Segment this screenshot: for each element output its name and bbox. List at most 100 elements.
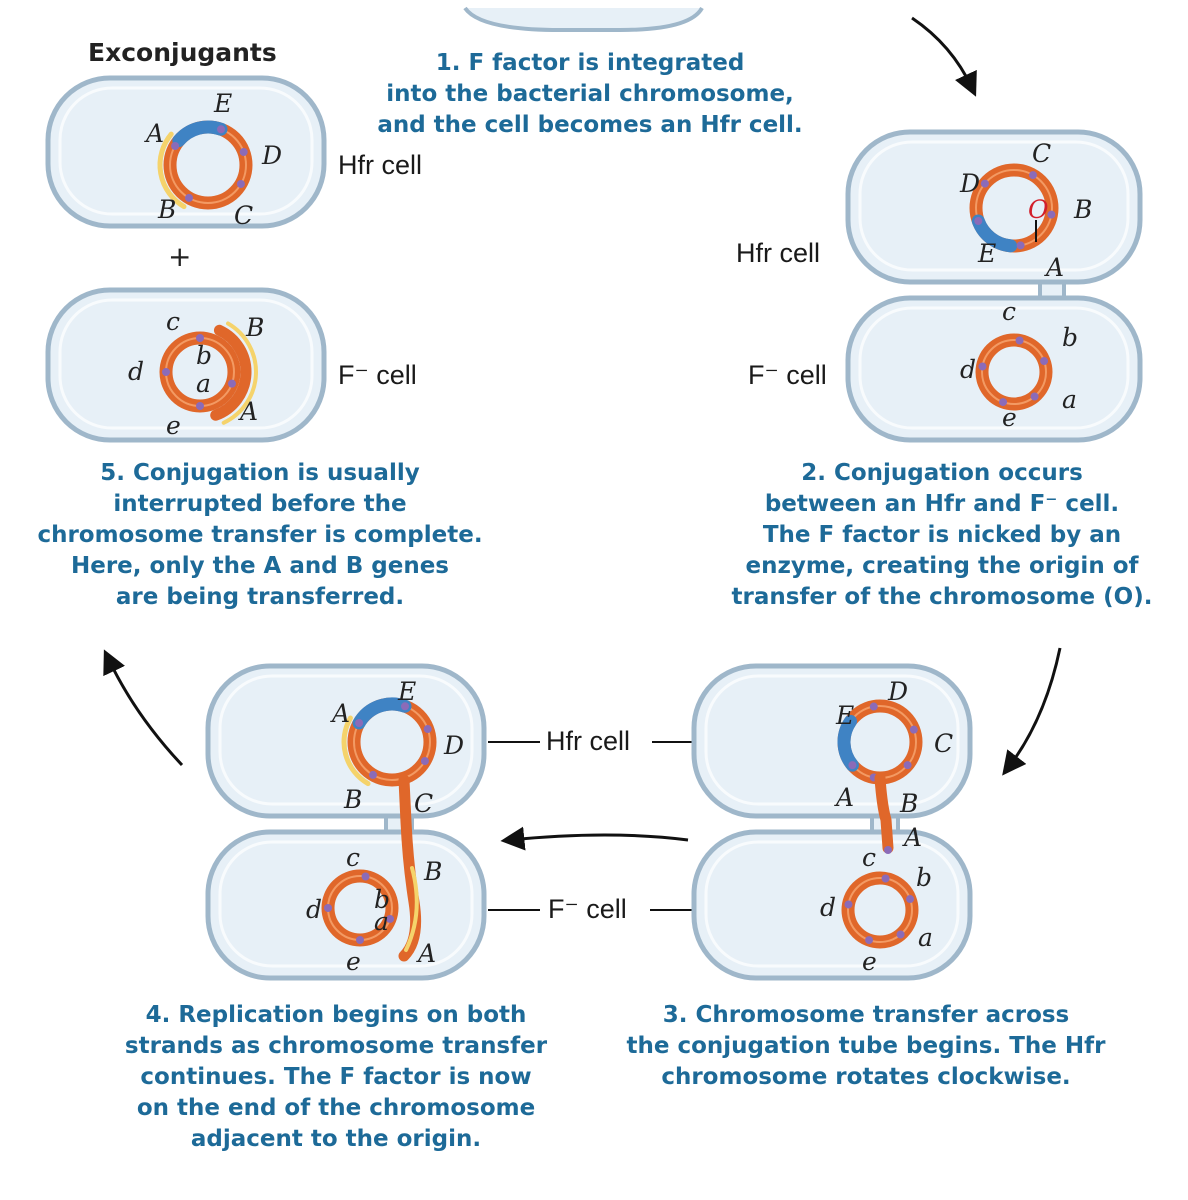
exconjugant-hfr-cell	[45, 75, 327, 229]
gene-A-exconjugant-hfr: A	[144, 119, 164, 148]
step3-transfer-strand	[874, 772, 894, 854]
fminus-label-exconjugant: F⁻ cell	[338, 360, 417, 390]
exconjugant-hfr-marker-1	[185, 193, 193, 202]
step2-fminus-marker-2	[1030, 392, 1039, 401]
gene-origin-step2: O	[1028, 195, 1049, 224]
gene-b-step2-fminus: b	[1062, 323, 1078, 352]
step4-transfer-strand	[398, 774, 422, 962]
step3-hfr-marker-4	[848, 761, 857, 770]
gene-E-exconjugant-hfr: E	[213, 89, 232, 118]
step4-fminus-marker-0	[361, 872, 370, 881]
step4-hfr-marker-2	[355, 719, 364, 727]
exconjugant-fminus-new-strand	[221, 321, 258, 425]
gene-C-step2-hfr: C	[1032, 139, 1051, 168]
step2-hfr-cell	[845, 129, 1143, 285]
gene-C-step4-hfr: C	[414, 789, 433, 818]
gene-B-exconjugant-hfr: B	[157, 195, 176, 224]
step3-hfr-marker-0	[869, 702, 878, 711]
exconjugants-title: Exconjugants	[88, 38, 277, 67]
gene-E-step3-hfr: E	[835, 701, 854, 730]
step4-fminus-marker-3	[386, 914, 395, 923]
arrow-step2-to-3	[1002, 647, 1062, 776]
step3-hfr-marker-2	[903, 761, 912, 770]
exconjugant-hfr-marker-2	[171, 142, 180, 150]
gene-b-exconjugant-fminus: b	[196, 341, 212, 370]
gene-B-step4-fminus: B	[423, 857, 442, 886]
step2-fminus-marker-0	[1015, 336, 1024, 345]
step3-hfr-marker-1	[909, 725, 918, 734]
step2-hfr-marker-2	[980, 179, 989, 188]
step2-fminus-chromosome-midline	[981, 339, 1047, 405]
gene-C-step3-hfr: C	[934, 729, 953, 758]
step2-hfr-marker-4	[1047, 210, 1056, 219]
exconjugant-fminus-cell	[45, 287, 327, 443]
gene-e-step3-fminus: e	[862, 947, 877, 976]
step4-hfr-marker-4	[423, 725, 432, 734]
exconjugant-hfr-new-strand	[157, 131, 187, 210]
step3-hfr-cell	[691, 663, 973, 819]
step4-transfer-new-strand	[404, 866, 419, 952]
exconjugant-fminus-marker-2	[196, 402, 204, 410]
exconjugant-fminus-cell-highlight	[58, 298, 314, 430]
step2-hfr-cell-highlight	[858, 140, 1130, 272]
gene-A-step3-transfer: A	[902, 823, 922, 852]
gene-E-step4-hfr: E	[397, 677, 416, 706]
step2-hfr-marker-0	[1016, 241, 1025, 250]
gene-A-step3-hfr: A	[834, 783, 854, 812]
hfr-label-step2: Hfr cell	[736, 238, 821, 268]
exconjugant-fminus-transferred-strand	[210, 324, 252, 421]
fminus-label-middle: F⁻ cell	[548, 894, 627, 924]
gene-D-exconjugant-hfr: D	[261, 141, 282, 170]
gene-a-exconjugant-fminus: a	[196, 369, 211, 398]
gene-d-step3-fminus: d	[820, 893, 836, 922]
step3-hfr-cell-highlight	[704, 674, 960, 806]
gene-C-exconjugant-hfr: C	[234, 201, 253, 230]
gene-B-exconjugant-fminus: B	[245, 313, 264, 342]
gene-E-step2-hfr: E	[977, 239, 996, 268]
step4-fminus-cell-highlight	[218, 840, 474, 968]
top-cell-fragment	[463, 6, 704, 32]
exconjugant-fminus-marker-3	[227, 379, 236, 388]
arrow-step4-to-5	[103, 649, 184, 767]
arrow-step1-to-2	[911, 16, 977, 97]
step3-fminus-cell-highlight	[704, 840, 960, 968]
gene-b-step3-fminus: b	[916, 863, 932, 892]
gene-c-step4-fminus: c	[346, 843, 360, 872]
gene-A-step2-hfr: A	[1044, 253, 1064, 282]
exconjugant-hfr-marker-0	[236, 180, 245, 188]
gene-e-step4-fminus: e	[346, 947, 361, 976]
gene-D-step2-hfr: D	[959, 169, 980, 198]
step3-transfer-marker	[884, 846, 892, 854]
gene-D-step3-hfr: D	[887, 677, 908, 706]
exconjugant-fminus-marker-1	[162, 368, 170, 376]
arrow-step3-to-4	[500, 826, 689, 851]
step3-fminus-marker-2	[896, 930, 905, 939]
step4-hfr-f-factor	[352, 697, 412, 730]
gene-B-step3-hfr: B	[899, 789, 918, 818]
step4-hfr-marker-3	[400, 702, 409, 711]
step4-hfr-marker-1	[369, 770, 377, 779]
hfr-label-middle: Hfr cell	[546, 726, 631, 756]
gene-c-step2-fminus: c	[1002, 297, 1016, 326]
step2-fminus-cell-highlight	[858, 306, 1130, 430]
gene-a-step3-fminus: a	[918, 923, 933, 952]
gene-c-exconjugant-fminus: c	[166, 307, 180, 336]
exconjugant-hfr-marker-3	[216, 125, 225, 134]
gene-B-step4-hfr: B	[343, 785, 362, 814]
gene-b-step4-fminus: b	[374, 885, 390, 914]
fminus-label-step2: F⁻ cell	[748, 360, 827, 390]
hfr-label-exconjugant: Hfr cell	[338, 150, 423, 180]
step3-fminus-marker-1	[906, 895, 915, 904]
step4-fminus-marker-1	[324, 904, 332, 912]
gene-d-exconjugant-fminus: d	[128, 357, 144, 386]
gene-A-step4-hfr: A	[330, 699, 350, 728]
step3-fminus-marker-3	[865, 936, 874, 945]
step3-fminus-chromosome-midline	[847, 877, 913, 943]
gene-d-step2-fminus: d	[960, 355, 976, 384]
